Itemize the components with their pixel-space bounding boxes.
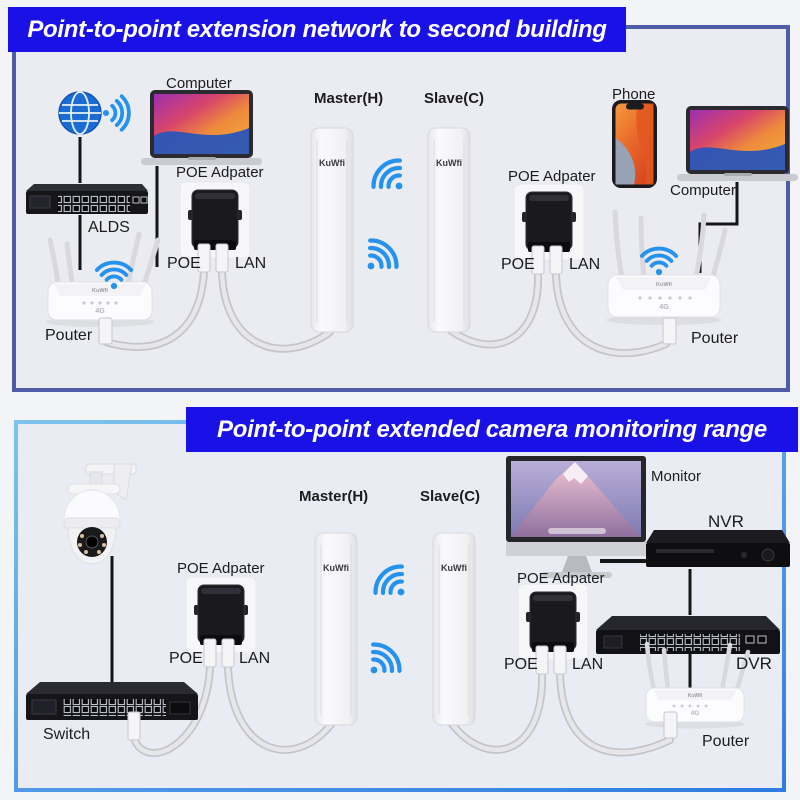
poe-adapter-bottom-left-graphic — [185, 576, 257, 668]
poe-adapter-top-left-graphic — [179, 181, 251, 273]
bridge-link-wifi-icon-top2 — [355, 235, 402, 282]
laptop-left-graphic — [141, 90, 262, 165]
bridge-slave-bottom-graphic: KuWfi — [432, 532, 476, 726]
panel-bottom — [14, 420, 786, 792]
label-lan-bl: LAN — [239, 650, 271, 667]
label-computer-left: Computer — [166, 75, 232, 92]
router-bottom-graphic: KuWfi 4G — [644, 641, 751, 739]
label-router-left: Pouter — [45, 327, 93, 344]
banner-bottom-title: Point-to-point extended camera monitorin… — [186, 407, 798, 452]
svg-text:KuWfi: KuWfi — [92, 288, 108, 294]
switch-top-graphic — [26, 184, 148, 214]
top-title-text: Point-to-point extension network to seco… — [27, 15, 607, 43]
label-poe-adapter-bl: POE Adpater — [177, 560, 265, 577]
label-poe-br: POE — [504, 656, 538, 673]
svg-text:4G: 4G — [95, 308, 105, 315]
label-alds: ALDS — [88, 219, 130, 236]
router-right-graphic: KuWfi 4G — [606, 209, 728, 345]
svg-text:KuWfi: KuWfi — [319, 158, 345, 168]
dvr-graphic — [596, 616, 780, 654]
poe-adapter-top-right-graphic — [513, 183, 585, 275]
svg-text:KuWfi: KuWfi — [688, 693, 703, 699]
label-poe-bl: POE — [169, 650, 203, 667]
svg-text:4G: 4G — [691, 710, 700, 717]
label-master-top: Master(H) — [314, 90, 384, 107]
svg-text:KuWfi: KuWfi — [441, 563, 467, 573]
svg-text:KuWfi: KuWfi — [323, 563, 349, 573]
router-right-wifi-icon — [639, 246, 679, 278]
label-poe-tr: POE — [501, 256, 535, 273]
bridge-master-bottom-graphic: KuWfi — [314, 532, 358, 726]
label-poe-adapter-tl: POE Adpater — [176, 164, 264, 181]
bridge-slave-top-graphic: KuWfi — [427, 127, 471, 333]
banner-top-title: Point-to-point extension network to seco… — [8, 7, 626, 52]
label-poe-adapter-tr: POE Adpater — [508, 168, 596, 185]
label-dvr: DVR — [736, 654, 772, 673]
label-router-right: Pouter — [691, 330, 739, 347]
internet-globe-icon — [58, 91, 102, 135]
label-nvr: NVR — [708, 512, 744, 531]
globe-wifi-signal-icon — [101, 94, 131, 132]
label-computer-right: Computer — [670, 182, 736, 199]
bottom-title-text: Point-to-point extended camera monitorin… — [217, 415, 767, 443]
label-switch: Switch — [43, 726, 91, 743]
svg-text:KuWfi: KuWfi — [436, 158, 462, 168]
label-poe-adapter-br: POE Adpater — [517, 570, 605, 587]
label-lan-br: LAN — [572, 656, 604, 673]
label-slave-bottom: Slave(C) — [420, 488, 481, 505]
svg-text:KuWfi: KuWfi — [656, 282, 672, 288]
bridge-link-wifi-icon-bot2 — [358, 639, 405, 686]
laptop-right-graphic — [677, 106, 798, 181]
label-poe-tl: POE — [167, 255, 201, 272]
svg-text:4G: 4G — [659, 304, 669, 311]
ptz-camera-graphic — [63, 463, 137, 565]
label-lan-tl: LAN — [235, 255, 267, 272]
switch-bottom-graphic — [26, 682, 198, 741]
bridge-link-wifi-icon-bot1 — [370, 561, 417, 608]
bridge-link-wifi-icon-top1 — [368, 155, 415, 202]
label-monitor: Monitor — [651, 468, 702, 485]
label-slave-top: Slave(C) — [424, 90, 485, 107]
nvr-graphic — [646, 530, 790, 567]
monitor-graphic — [506, 456, 646, 578]
ethernet-cables — [102, 268, 674, 757]
router-left-graphic: KuWfi 4G — [46, 231, 161, 345]
label-lan-tr: LAN — [569, 256, 601, 273]
phone-graphic — [612, 100, 657, 188]
poe-adapter-bottom-right-graphic — [517, 583, 589, 675]
bridge-master-top-graphic: KuWfi — [310, 127, 354, 333]
label-master-bottom: Master(H) — [299, 488, 369, 505]
label-router-bottom: Pouter — [702, 733, 750, 750]
label-phone: Phone — [612, 86, 656, 103]
wired-lines — [78, 137, 739, 692]
